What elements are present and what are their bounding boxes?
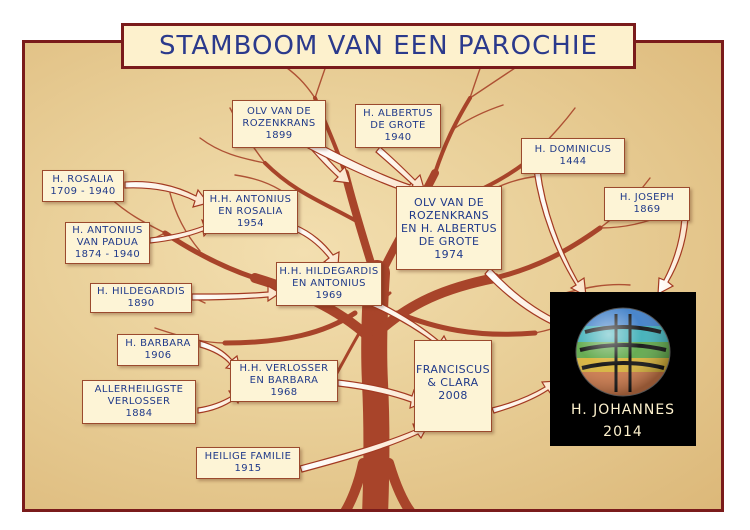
node-year: 1915: [234, 463, 262, 474]
node-label: & CLARA: [427, 376, 479, 389]
node-label: EN ANTONIUS: [292, 278, 366, 289]
node-year: 1890: [127, 298, 155, 309]
node-year: 1874 - 1940: [74, 249, 141, 260]
node-olv-en-albertus: OLV VAN DE ROZENKRANS EN H. ALBERTUS DE …: [396, 186, 502, 270]
node-antonius-van-padua: H. ANTONIUS VAN PADUA 1874 - 1940: [65, 222, 150, 264]
node-label: H. HILDEGARDIS: [97, 286, 185, 297]
node-label: H. DOMINICUS: [534, 144, 612, 155]
page-title: STAMBOOM VAN EEN PAROCHIE: [121, 23, 636, 69]
node-rosalia: H. ROSALIA 1709 - 1940: [42, 170, 124, 202]
node-year: 1709 - 1940: [50, 186, 116, 197]
node-joseph: H. JOSEPH 1869: [604, 187, 690, 221]
node-year: 1968: [270, 387, 298, 398]
node-label: FRANCISCUS: [416, 363, 490, 376]
glass-sphere-icon: [575, 307, 671, 397]
node-year: 1899: [265, 130, 293, 141]
node-albertus-de-grote: H. ALBERTUS DE GROTE 1940: [355, 104, 441, 148]
node-label: H. ALBERTUS: [363, 108, 433, 119]
node-year: 1869: [633, 204, 661, 215]
node-year: 2008: [438, 389, 468, 402]
node-label: H. ROSALIA: [52, 174, 114, 185]
node-label: VAN PADUA: [76, 237, 139, 248]
node-year: 2014: [603, 424, 643, 440]
node-label: EN ROSALIA: [218, 206, 283, 217]
node-year: 1884: [125, 408, 153, 419]
node-label: H. BARBARA: [125, 338, 191, 349]
node-antonius-en-rosalia: H.H. ANTONIUS EN ROSALIA 1954: [203, 190, 298, 234]
node-label: EN H. ALBERTUS: [400, 221, 498, 235]
node-label: H. JOSEPH: [619, 192, 675, 203]
node-label: H.H. HILDEGARDIS: [279, 266, 379, 277]
node-allerheiligste-verlosser: ALLERHEILIGSTE VERLOSSER 1884: [82, 380, 196, 424]
node-label: HEILIGE FAMILIE: [204, 451, 292, 462]
node-label: DE GROTE: [418, 234, 480, 248]
node-year: 1969: [315, 290, 343, 301]
node-label: OLV VAN DE: [413, 195, 485, 209]
node-barbara: H. BARBARA 1906: [117, 334, 199, 366]
node-label: ALLERHEILIGSTE: [94, 384, 184, 395]
node-label: H.H. ANTONIUS: [209, 194, 292, 205]
node-franciscus-en-clara: FRANCISCUS & CLARA 2008: [414, 340, 492, 432]
node-label: EN BARBARA: [249, 375, 319, 386]
node-label: ROZENKRANS: [408, 208, 490, 222]
node-heilige-familie: HEILIGE FAMILIE 1915: [196, 447, 300, 479]
node-label: H.H. VERLOSSER: [239, 363, 329, 374]
node-olv-van-de-rozenkrans: OLV VAN DE ROZENKRANS 1899: [232, 100, 326, 148]
node-year: 1444: [559, 156, 587, 167]
node-label: ROZENKRANS: [242, 118, 316, 129]
node-year: 1954: [236, 218, 265, 229]
node-hildegardis: H. HILDEGARDIS 1890: [90, 283, 192, 313]
node-label: OLV VAN DE: [246, 106, 312, 117]
node-year: 1940: [384, 132, 412, 143]
node-johannes: H. JOHANNES 2014: [550, 292, 696, 446]
node-verlosser-en-barbara: H.H. VERLOSSER EN BARBARA 1968: [230, 360, 338, 402]
node-year: 1906: [144, 350, 172, 361]
node-year: 1974: [434, 247, 464, 261]
node-label: H. ANTONIUS: [72, 225, 143, 236]
node-dominicus: H. DOMINICUS 1444: [521, 138, 625, 174]
node-label: DE GROTE: [370, 120, 426, 131]
node-label: H. JOHANNES: [570, 402, 676, 418]
node-hildegardis-en-antonius: H.H. HILDEGARDIS EN ANTONIUS 1969: [276, 262, 382, 306]
node-label: VERLOSSER: [107, 396, 171, 407]
